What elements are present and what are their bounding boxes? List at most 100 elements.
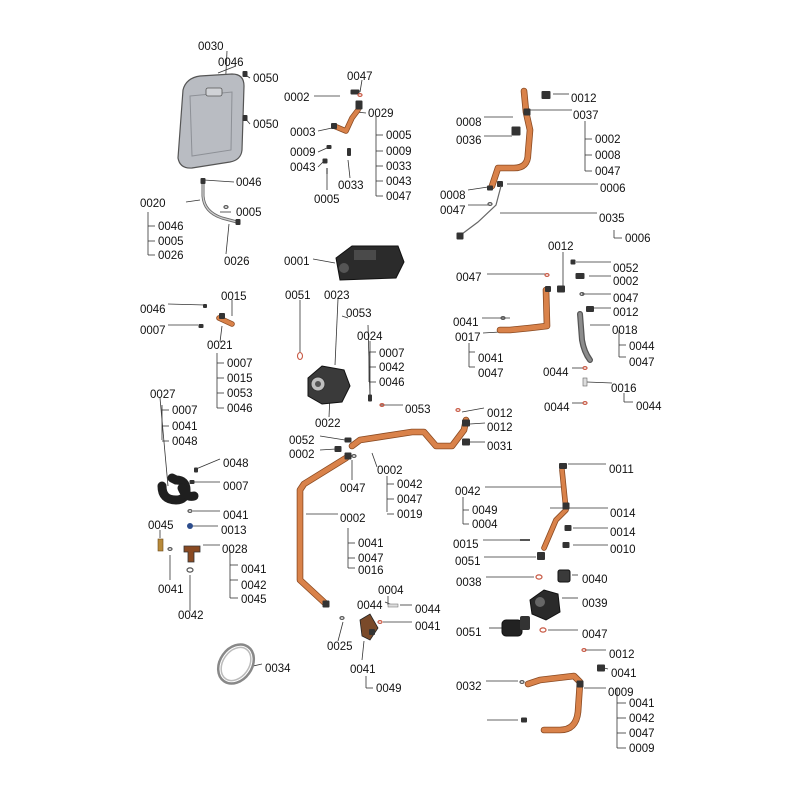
part-label-0026: 0026	[158, 250, 184, 262]
part-label-0012: 0012	[571, 93, 597, 105]
leader-line-24	[347, 159, 351, 179]
pipe-0017	[497, 287, 550, 333]
seal-0041-r	[500, 316, 506, 321]
fitting-0012-br	[597, 664, 605, 672]
gas-valve-body	[335, 245, 405, 281]
part-label-0053: 0053	[227, 388, 253, 400]
part-label-0033: 0033	[338, 180, 364, 192]
leader-line-15	[317, 127, 333, 132]
part-label-0044: 0044	[629, 341, 655, 353]
sensor-0035	[456, 232, 464, 240]
cable-0035	[461, 185, 502, 235]
body-0040-port	[535, 597, 545, 607]
fitting-0006	[497, 181, 503, 187]
seal-0047-r1	[544, 273, 550, 278]
pipe-0003	[332, 108, 360, 133]
fitting-0036	[511, 126, 521, 136]
part-label-0032: 0032	[456, 681, 482, 693]
fitting-0002-top	[350, 89, 360, 95]
seal-0041-br	[519, 679, 525, 684]
part-label-0047: 0047	[397, 494, 423, 506]
part-label-0002: 0002	[595, 134, 621, 146]
part-label-0005: 0005	[314, 194, 340, 206]
seal-0044-a	[582, 366, 588, 371]
part-label-0047: 0047	[340, 483, 366, 495]
o-ring-0051	[296, 351, 304, 361]
part-label-0050: 0050	[253, 119, 279, 131]
hose-0018-core	[578, 312, 592, 362]
seal-0047-r2	[579, 292, 585, 297]
motor-0039	[501, 619, 523, 637]
screw-0048	[194, 467, 198, 473]
part-label-0001: 0001	[284, 256, 310, 268]
part-label-0012: 0012	[487, 408, 513, 420]
fitting-0012-c2	[462, 438, 470, 446]
leader-line-34	[467, 186, 489, 191]
screw-0043	[322, 158, 328, 164]
part-label-0007: 0007	[140, 325, 166, 337]
part-label-0019: 0019	[397, 509, 423, 521]
valve-0045	[157, 538, 164, 552]
part-label-0044: 0044	[544, 402, 570, 414]
leader-line-45	[167, 303, 206, 306]
part-label-0044: 0044	[357, 600, 383, 612]
part-label-0046: 0046	[227, 403, 253, 415]
part-label-0047: 0047	[440, 205, 466, 217]
fitting-0019-end	[322, 600, 330, 608]
part-label-0009: 0009	[386, 146, 412, 158]
part-label-0042: 0042	[455, 486, 481, 498]
expansion-vessel-bracket	[205, 87, 223, 97]
pipe-0031	[349, 417, 469, 449]
part-label-0047: 0047	[629, 357, 655, 369]
part-label-0020: 0020	[140, 198, 166, 210]
clip-0009-br	[521, 717, 527, 723]
part-label-0005: 0005	[386, 130, 412, 142]
part-label-0047: 0047	[629, 728, 655, 740]
valve-0028	[183, 545, 201, 563]
part-label-0014: 0014	[610, 508, 636, 520]
leader-line-12	[359, 79, 363, 93]
part-label-0041: 0041	[478, 353, 504, 365]
part-label-0053: 0053	[346, 308, 372, 320]
part-label-0042: 0042	[178, 610, 204, 622]
part-label-0047: 0047	[613, 293, 639, 305]
leader-line-48	[219, 325, 223, 343]
seal-0051-b	[539, 627, 547, 633]
part-label-0026: 0026	[224, 256, 250, 268]
part-label-0041: 0041	[158, 584, 184, 596]
fitting-0019-top	[344, 452, 352, 460]
part-label-0012: 0012	[548, 241, 574, 253]
part-label-0053: 0053	[405, 404, 431, 416]
part-label-0011: 0011	[609, 464, 634, 476]
fitting-0024	[368, 394, 372, 402]
leader-line-120	[361, 640, 365, 661]
leader-line-7	[225, 223, 230, 255]
fitting-0012-c1	[462, 419, 470, 427]
fitting-0037-joint	[523, 108, 531, 116]
leader-line-102	[461, 407, 485, 413]
part-label-0049: 0049	[472, 505, 498, 517]
gas-valve-coil	[354, 250, 376, 260]
part-label-0028: 0028	[222, 544, 248, 556]
seal-0047-top	[357, 92, 363, 97]
part-label-0030: 0030	[198, 41, 224, 53]
leader-line-100	[319, 448, 337, 451]
leader-line-103	[469, 422, 486, 425]
part-label-0046: 0046	[218, 57, 244, 69]
part-label-0042: 0042	[241, 580, 267, 592]
leader-line-98	[252, 663, 263, 667]
leader-line-119	[337, 621, 344, 642]
part-label-0021: 0021	[207, 340, 233, 352]
leader-line-23	[317, 161, 324, 168]
part-label-0002: 0002	[340, 513, 366, 525]
part-label-0006: 0006	[625, 233, 651, 245]
clip-0007-left	[198, 324, 204, 328]
coil-0034	[216, 643, 256, 685]
part-label-0052: 0052	[613, 263, 639, 275]
leader-line-1	[217, 65, 237, 74]
part-label-0047: 0047	[347, 71, 373, 83]
expansion-vessel	[177, 73, 245, 169]
part-label-0044: 0044	[415, 604, 441, 616]
part-label-0046: 0046	[158, 221, 184, 233]
